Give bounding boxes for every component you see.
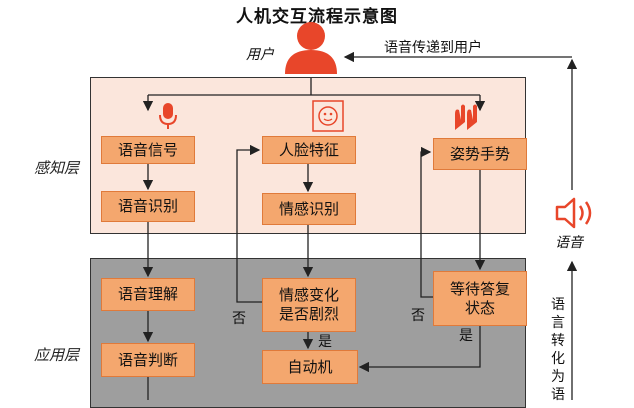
speech-judgment-box: 语音判断	[101, 343, 195, 377]
speech-understanding-box: 语音理解	[101, 278, 195, 311]
voice-to-user-label: 语音传递到用户	[384, 40, 482, 56]
user-label: 用户	[246, 47, 274, 63]
face-feature-box: 人脸特征	[262, 136, 356, 164]
emotion-recognition-box: 情感识别	[262, 193, 356, 225]
yes-label-mid: 是	[318, 334, 332, 350]
user-icon	[285, 22, 337, 74]
speech-convert-char: 为	[551, 369, 565, 385]
speech-convert-char: 言	[551, 315, 565, 331]
speech-recognition-box: 语音识别	[101, 191, 195, 222]
face-scan-icon	[312, 100, 344, 132]
speech-convert-char: 语	[551, 387, 565, 403]
posture-gesture-box: 姿势手势	[433, 138, 527, 170]
voice-signal-box: 语音信号	[101, 136, 195, 164]
gesture-hands-icon	[455, 104, 477, 130]
speech-convert-label: 语 言 转 化 为 语	[549, 296, 567, 404]
microphone-icon	[159, 103, 177, 129]
diagram-title: 人机交互流程示意图	[236, 7, 398, 27]
emotion-change-box: 情感变化 是否剧烈	[262, 278, 356, 332]
speech-label: 语音	[555, 235, 583, 251]
speech-convert-char: 语	[551, 297, 565, 313]
automaton-box: 自动机	[262, 350, 358, 384]
no-label-left: 否	[232, 311, 246, 327]
speaker-icon	[555, 197, 592, 229]
perception-layer-label: 感知层	[34, 159, 80, 177]
wait-reply-box: 等待答复 状态	[433, 271, 527, 326]
no-label-right: 否	[411, 308, 425, 324]
yes-label-right: 是	[459, 328, 473, 344]
speech-convert-char: 化	[551, 351, 565, 367]
application-layer-label: 应用层	[34, 346, 80, 364]
speech-convert-char: 转	[551, 333, 565, 349]
